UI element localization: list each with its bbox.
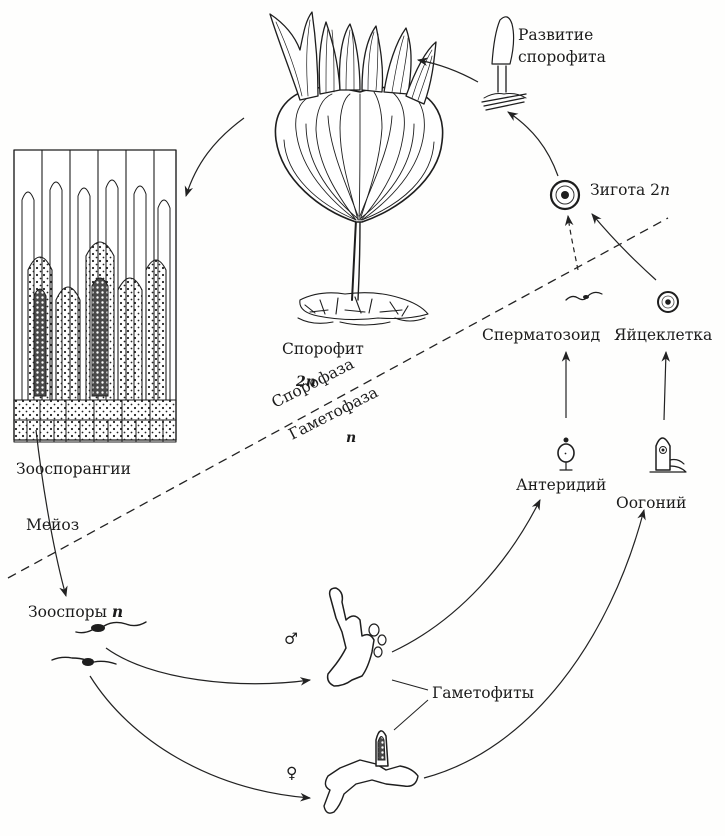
male-symbol: ♂: [284, 630, 298, 648]
oogonium-label: Оогоний: [616, 494, 686, 512]
meiosis-label: Мейоз: [26, 516, 79, 534]
zoospores-label: Зооспоры n: [28, 602, 123, 621]
zoospores-illustration: [51, 621, 147, 666]
female-gametophyte-illustration: [323, 730, 419, 814]
zygote-illustration: [549, 179, 581, 211]
gametophytes-label: Гаметофиты: [432, 684, 534, 702]
ploidy-n-label: n: [346, 430, 356, 446]
egg-cell-illustration: [657, 291, 679, 313]
zoosporangia-tissue: [13, 149, 177, 443]
phase-divider-line: [7, 217, 669, 579]
sporophyte-illustration: [269, 11, 444, 326]
sporophyte-development-label-line1: Развитие: [518, 26, 593, 44]
cycle-arrows: [35, 57, 671, 802]
young-sporophyte-illustration: [481, 16, 527, 111]
female-symbol: ♀: [286, 764, 297, 782]
zoosporangia-label: Зооспорангии: [16, 460, 131, 478]
male-gametophyte-illustration: [326, 587, 387, 687]
spermatozoid-label: Сперматозоид: [482, 326, 600, 344]
ploidy-2n-label: 2n: [295, 374, 316, 390]
egg-cell-label: Яйцеклетка: [614, 326, 712, 344]
oogonium-illustration: [649, 437, 687, 473]
antheridium-label: Антеридий: [516, 476, 606, 494]
sporophyte-development-label-line2: спорофита: [518, 48, 606, 66]
spermatozoid-illustration: [565, 291, 603, 301]
sporophyte-label: Спорофит: [282, 340, 364, 358]
antheridium-illustration: [557, 437, 575, 471]
zygote-label: Зигота 2n: [590, 181, 670, 199]
